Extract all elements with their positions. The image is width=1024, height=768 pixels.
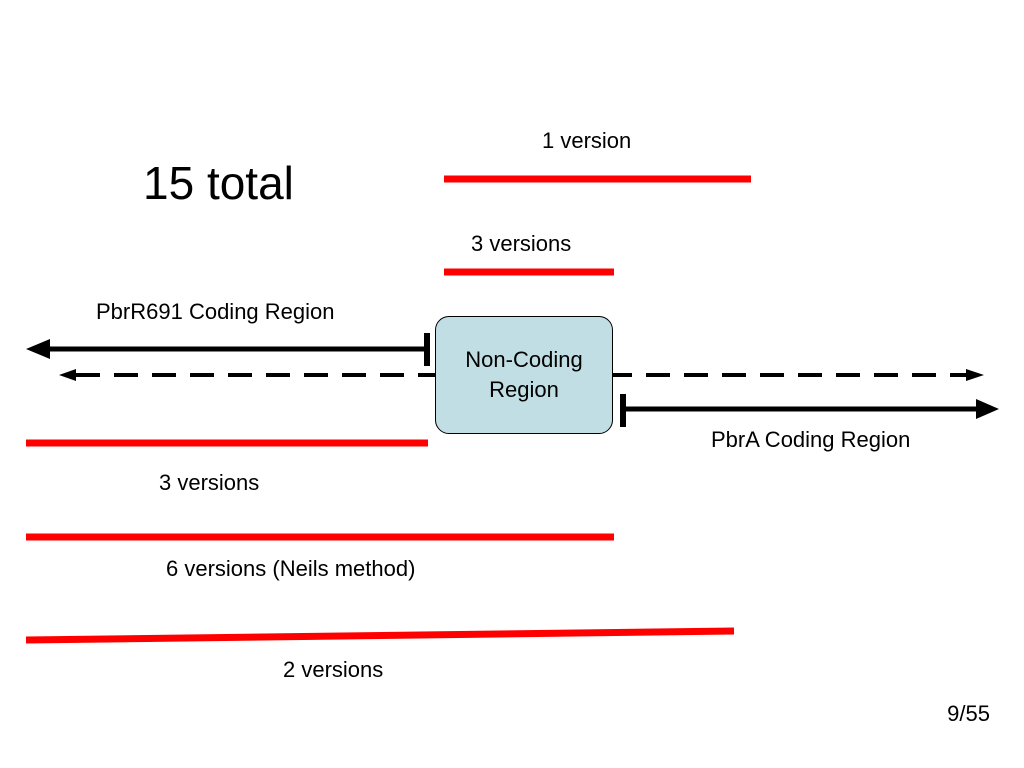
dashed-arrow-left-head <box>59 369 76 381</box>
pbra-label: PbrA Coding Region <box>711 427 911 452</box>
slide-title: 15 total <box>143 157 294 209</box>
non-coding-region-label: Non-Coding Region <box>465 347 583 402</box>
version-bar-5 <box>25 627 735 644</box>
page-number: 9/55 <box>947 701 990 726</box>
top-bar-label: 1 version <box>542 128 632 153</box>
long-bar-label: 6 versions (Neils method) <box>166 556 416 581</box>
pbrr691-label: PbrR691 Coding Region <box>96 299 335 324</box>
dashed-arrow-right-head <box>966 369 984 381</box>
pbra-arrow-head <box>976 399 999 419</box>
non-coding-region-box: Non-Coding Region <box>435 316 613 434</box>
bottom-bar-label: 2 versions <box>283 657 384 682</box>
second-bar-label: 3 versions <box>471 231 572 256</box>
pbrr691-arrow-head <box>26 339 50 359</box>
left-bar-label: 3 versions <box>159 470 260 495</box>
